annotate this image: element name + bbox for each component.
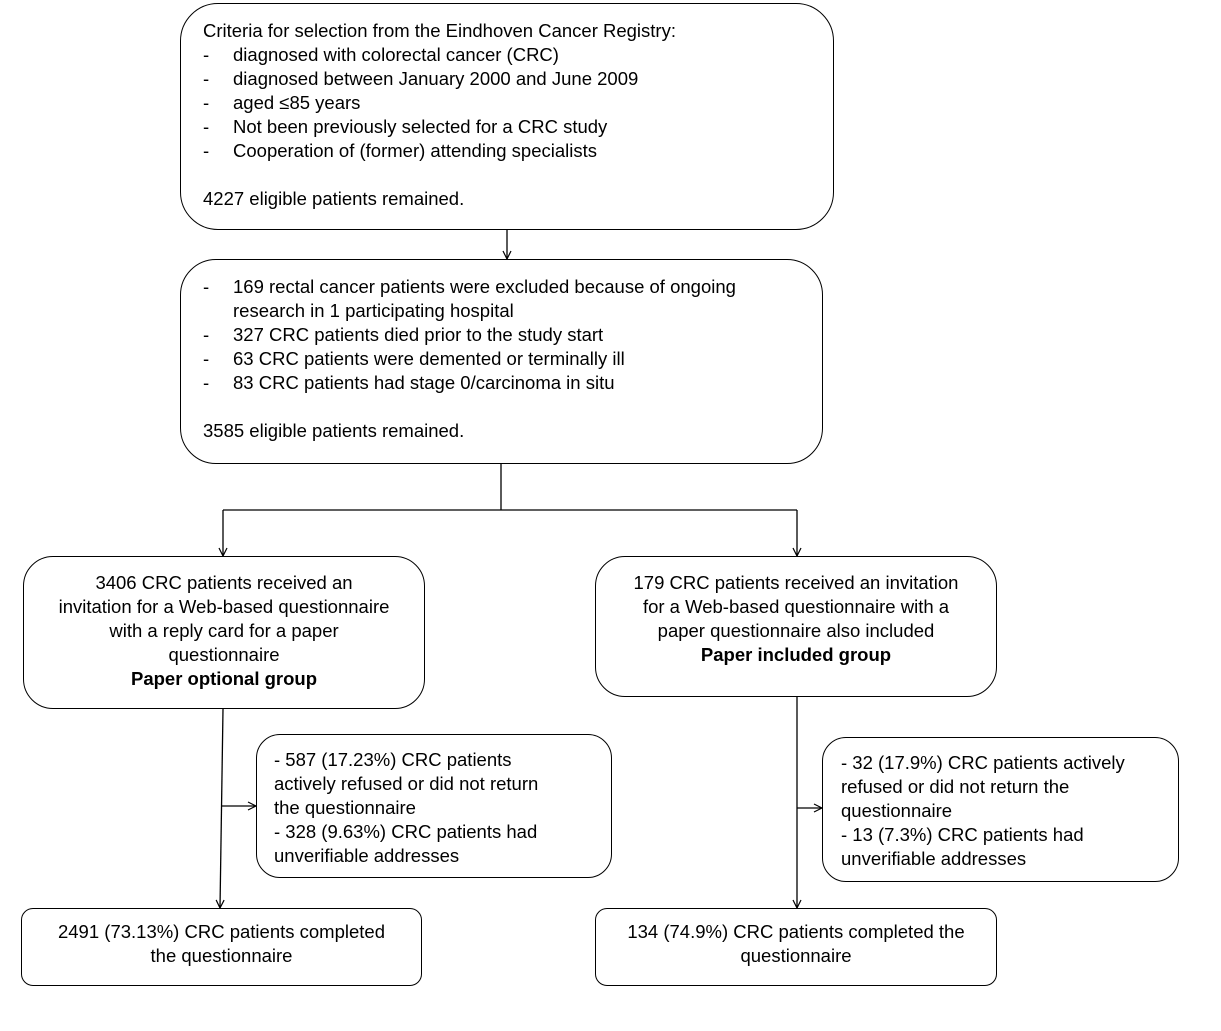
group-description-line: for a Web-based questionnaire with a [642, 596, 950, 617]
group-description-line: invitation for a Web-based questionnaire [58, 596, 390, 617]
criteria-item: Not been previously selected for a CRC s… [203, 115, 823, 139]
group-description-line: 3406 CRC patients received an [95, 572, 353, 593]
group-name: Paper included group [700, 644, 892, 665]
paper-included-completed-box: 134 (74.9%) CRC patients completed the q… [595, 908, 997, 986]
nonresponse-line: unverifiable addresses [841, 848, 1027, 869]
nonresponse-line: the questionnaire [274, 797, 416, 818]
exclusion-item: 169 rectal cancer patients were excluded… [203, 275, 788, 323]
nonresponse-line: actively refused or did not return [274, 773, 539, 794]
group-description-line: paper questionnaire also included [657, 620, 935, 641]
nonresponse-line: - 32 (17.9%) CRC patients actively [841, 752, 1125, 773]
nonresponse-line: questionnaire [841, 800, 953, 821]
nonresponse-line: refused or did not return the [841, 776, 1070, 797]
criteria-item: Cooperation of (former) attending specia… [203, 139, 823, 163]
group-description-line: 179 CRC patients received an invitation [633, 572, 959, 593]
selection-criteria-box: Criteria for selection from the Eindhove… [180, 3, 834, 230]
paper-included-nonresponse-box: - 32 (17.9%) CRC patients actively refus… [822, 737, 1179, 882]
nonresponse-line: unverifiable addresses [274, 845, 460, 866]
completed-line: the questionnaire [150, 945, 293, 966]
nonresponse-line: - 587 (17.23%) CRC patients [274, 749, 512, 770]
paper-included-group-box: 179 CRC patients received an invitation … [595, 556, 997, 697]
paper-optional-completed-box: 2491 (73.13%) CRC patients completed the… [21, 908, 422, 986]
criteria-item: aged ≤85 years [203, 91, 823, 115]
criteria-item: diagnosed between January 2000 and June … [203, 67, 823, 91]
completed-line: questionnaire [740, 945, 852, 966]
arrow-left-to-completed [220, 708, 223, 908]
exclusion-item: 327 CRC patients died prior to the study… [203, 323, 792, 347]
group-name: Paper optional group [130, 668, 318, 689]
group-description-line: with a reply card for a paper [109, 620, 339, 641]
nonresponse-line: - 13 (7.3%) CRC patients had [841, 824, 1084, 845]
eligible-count: 3585 eligible patients remained. [203, 420, 465, 441]
group-description-line: questionnaire [168, 644, 280, 665]
completed-line: 2491 (73.13%) CRC patients completed [57, 921, 385, 942]
nonresponse-line: - 328 (9.63%) CRC patients had [274, 821, 538, 842]
exclusion-item: 63 CRC patients were demented or termina… [203, 347, 792, 371]
criteria-heading: Criteria for selection from the Eindhove… [203, 20, 676, 41]
eligible-count: 4227 eligible patients remained. [203, 188, 465, 209]
paper-optional-nonresponse-box: - 587 (17.23%) CRC patients actively ref… [256, 734, 612, 878]
exclusions-box: 169 rectal cancer patients were excluded… [180, 259, 823, 464]
exclusion-item: 83 CRC patients had stage 0/carcinoma in… [203, 371, 792, 395]
criteria-item: diagnosed with colorectal cancer (CRC) [203, 43, 823, 67]
paper-optional-group-box: 3406 CRC patients received an invitation… [23, 556, 425, 709]
completed-line: 134 (74.9%) CRC patients completed the [627, 921, 965, 942]
